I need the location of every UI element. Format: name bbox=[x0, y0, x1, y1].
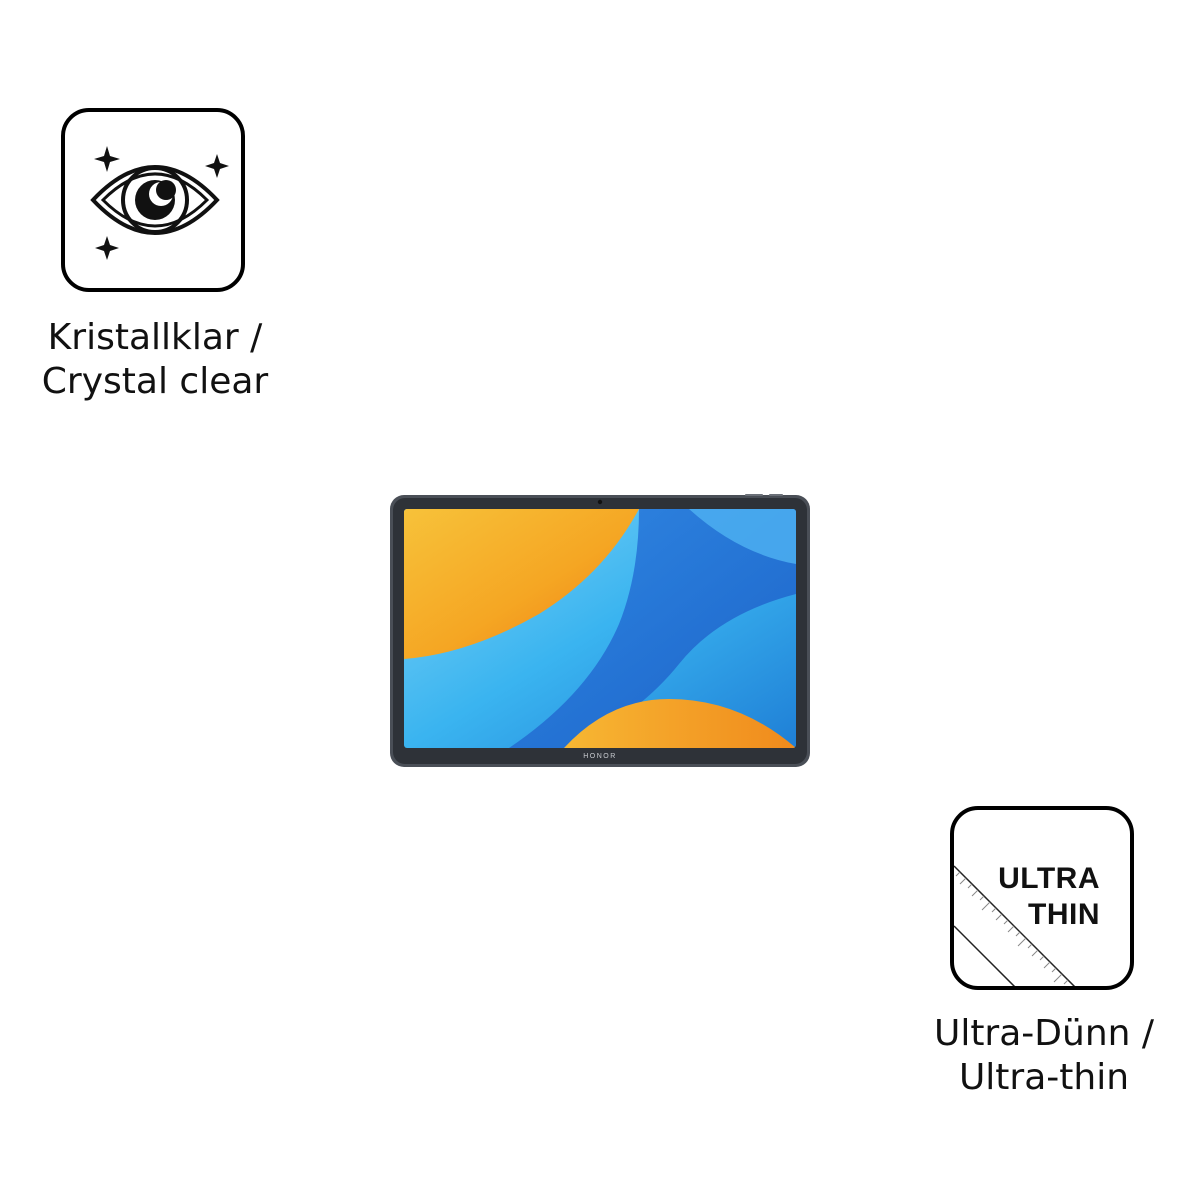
ultra-thin-badge-line2: THIN bbox=[1028, 898, 1100, 931]
crystal-clear-label-line1: Kristallklar / bbox=[47, 317, 263, 358]
ultra-thin-icon-frame: ULTRA THIN bbox=[950, 806, 1134, 990]
ultra-thin-label: Ultra-Dünn / Ultra-thin bbox=[910, 1012, 1178, 1100]
crystal-clear-label-line2: Crystal clear bbox=[41, 361, 269, 402]
tablet-illustration bbox=[390, 494, 810, 767]
crystal-clear-icon-frame bbox=[61, 108, 245, 292]
sparkling-eye-icon bbox=[90, 146, 229, 260]
ultra-thin-badge-line1: ULTRA bbox=[998, 862, 1100, 895]
ruler-film-icon bbox=[954, 865, 1076, 986]
tablet-brand-logo: HONOR bbox=[583, 753, 617, 760]
ultra-thin-label-line1: Ultra-Dünn / bbox=[933, 1013, 1155, 1054]
crystal-clear-label: Kristallklar / Crystal clear bbox=[24, 316, 286, 404]
ultra-thin-label-line2: Ultra-thin bbox=[958, 1057, 1130, 1098]
ultra-thin-badge-text: ULTRA THIN bbox=[984, 862, 1100, 934]
tablet-product-image: HONOR bbox=[389, 494, 811, 768]
